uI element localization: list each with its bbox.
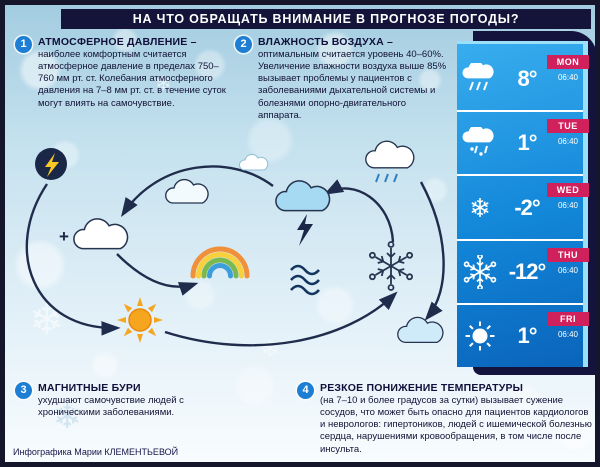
sun-rain-cloud-icon <box>365 140 415 183</box>
day-label: FRI <box>547 311 589 326</box>
section-atmospheric-pressure: 1 АТМОСФЕРНОЕ ДАВЛЕНИЕ – наиболее комфор… <box>15 36 229 110</box>
sleet-cloud-icon <box>457 127 503 159</box>
temperature: -12° <box>508 258 547 284</box>
rain-cloud-icon <box>457 63 503 95</box>
section-body: наиболее комфортным считается атмосферно… <box>38 49 226 109</box>
section-air-humidity: 2 ВЛАЖНОСТЬ ВОЗДУХА – оптимальным считае… <box>235 36 447 122</box>
cycle-arrows <box>25 165 445 347</box>
credit-line: Инфографика Марии КЛЕМЕНТЬЕВОЙ <box>13 447 179 457</box>
day-label: THU <box>547 247 589 262</box>
forecast-row-thu: -12° THU 06:40 <box>457 241 589 305</box>
section-title: МАГНИТНЫЕ БУРИ <box>38 382 141 394</box>
waves-icon <box>290 264 320 296</box>
section-magnetic-storms: 3 МАГНИТНЫЕ БУРИ ухудшают самочувствие л… <box>15 382 203 419</box>
day-label: WED <box>547 183 589 198</box>
time-label: 06:40 <box>557 73 579 82</box>
time-label: 06:40 <box>557 137 579 147</box>
time-label: 06:40 <box>557 265 579 275</box>
plus-sign: + <box>59 227 69 246</box>
time-label: 06:40 <box>557 329 579 339</box>
cloud-icon <box>238 153 269 171</box>
section-number-badge: 2 <box>235 36 252 53</box>
section-title: АТМОСФЕРНОЕ ДАВЛЕНИЕ – <box>38 36 197 48</box>
sun-icon <box>457 319 503 353</box>
section-body: оптимальным считается уровень 40–60%. Ув… <box>258 49 447 121</box>
lightning-badge-icon <box>35 148 67 180</box>
forecast-row-tue: 1° TUE 06:40 <box>457 112 589 177</box>
thunder-cloud-icon <box>275 180 331 246</box>
section-body: (на 7–10 и более градусов за сутки) вызы… <box>320 395 592 455</box>
section-title: РЕЗКОЕ ПОНИЖЕНИЕ ТЕМПЕРАТУРЫ <box>320 382 524 394</box>
sun-icon <box>117 297 163 343</box>
snowflake-crystal-icon <box>368 241 414 291</box>
rainbow-icon <box>190 246 250 279</box>
temperature: 8° <box>517 66 537 92</box>
snowflake-icon: ❄ <box>457 195 503 221</box>
forecast-device: 8° MON 06:40 1° TUE 06:40 <box>457 31 595 381</box>
time-label: 06:40 <box>557 201 579 211</box>
weather-cycle-illustration: + <box>25 140 445 347</box>
temperature: -2° <box>514 194 540 220</box>
section-title: ВЛАЖНОСТЬ ВОЗДУХА – <box>258 36 394 48</box>
forecast-row-fri: 1° FRI 06:40 <box>457 305 589 367</box>
cloud-icon <box>165 178 209 204</box>
day-label: TUE <box>547 119 589 134</box>
light-snowflake-icon <box>457 254 503 289</box>
cloud-icon <box>73 218 129 250</box>
snowflake-glyph: ❄ <box>469 192 491 223</box>
section-body: ухудшают самочувствие людей с хронически… <box>38 395 184 419</box>
cloud-icon <box>397 316 444 344</box>
day-label: MON <box>547 55 589 69</box>
section-number-badge: 4 <box>297 382 314 399</box>
forecast-row-mon: 8° MON 06:40 <box>457 48 589 113</box>
section-number-badge: 3 <box>15 382 32 399</box>
section-number-badge: 1 <box>15 36 32 53</box>
temperature: 1° <box>517 130 537 156</box>
forecast-screen: 8° MON 06:40 1° TUE 06:40 <box>457 41 589 367</box>
page-title: НА ЧТО ОБРАЩАТЬ ВНИМАНИЕ В ПРОГНОЗЕ ПОГО… <box>61 9 591 29</box>
forecast-row-wed: ❄ -2° WED 06:40 <box>457 176 589 241</box>
section-temperature-drop: 4 РЕЗКОЕ ПОНИЖЕНИЕ ТЕМПЕРАТУРЫ (на 7–10 … <box>297 382 593 456</box>
temperature: 1° <box>517 322 537 348</box>
